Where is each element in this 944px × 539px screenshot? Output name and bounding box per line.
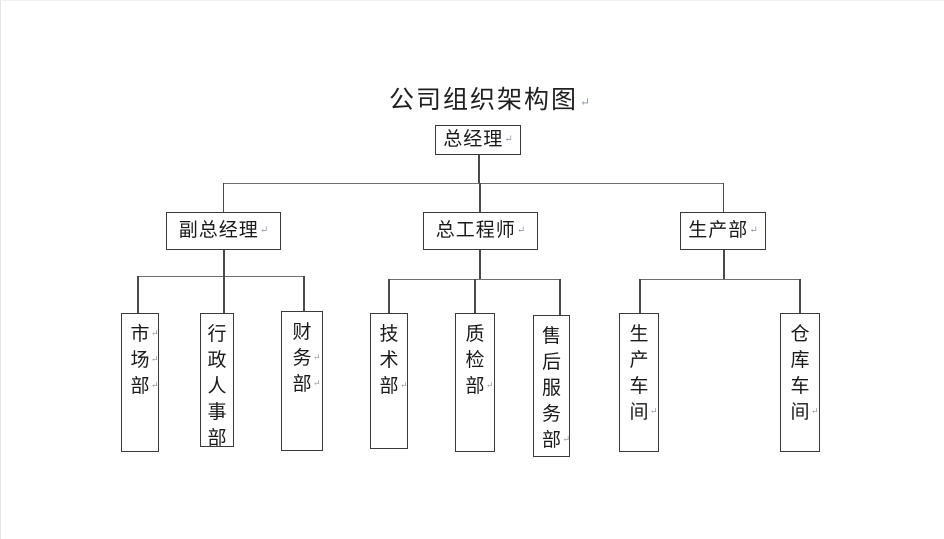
paragraph-mark-icon: ↵	[150, 328, 159, 338]
org-node-char: 部↵	[465, 374, 493, 400]
org-node-administration-hr-department[interactable]: 行 政 人 事 部	[200, 313, 234, 449]
paragraph-mark-icon: ↵	[562, 434, 570, 444]
org-node-char: 服	[541, 378, 561, 399]
org-node-quality-inspection-department[interactable]: 质 检 部↵	[455, 313, 495, 452]
paragraph-mark-icon: ↵	[485, 380, 494, 390]
org-node-char: 行	[207, 324, 227, 345]
org-node-label: 副总经理↵	[178, 220, 269, 241]
org-node-production-workshop[interactable]: 生 产 车 间↵	[619, 313, 659, 452]
org-node-char: 政	[207, 350, 227, 371]
connector-drop-chief-engineer	[479, 183, 481, 212]
page-title-text: 公司组织架构图	[388, 87, 578, 114]
org-node-chief-engineer[interactable]: 总工程师↵	[423, 212, 538, 250]
org-node-char: 部	[207, 428, 227, 449]
org-node-char: 财	[292, 322, 312, 343]
vertical-text-stack: 行 政 人 事 部	[207, 322, 226, 452]
paragraph-mark-icon: ↵	[150, 354, 159, 364]
connector-root-stem	[478, 155, 480, 183]
connector-drop-after-sales	[559, 279, 561, 315]
connector-drop-deputy-gm	[223, 183, 224, 212]
vertical-text-stack: 质 检 部↵	[465, 322, 493, 400]
paragraph-mark-icon: ↵	[504, 134, 513, 145]
org-node-char: 仓	[790, 324, 810, 345]
paragraph-mark-icon: ↵	[649, 406, 658, 416]
org-node-label: 总工程师↵	[435, 220, 526, 241]
org-node-technology-department[interactable]: 技 术 部↵	[370, 313, 408, 449]
paragraph-mark-icon: ↵	[749, 225, 758, 236]
vertical-text-stack: 市↵ 场↵ 部↵	[130, 322, 158, 400]
org-node-after-sales-service-department[interactable]: 售 后 服 务 部↵	[533, 315, 570, 457]
paragraph-mark-icon: ↵	[399, 380, 408, 390]
vertical-text-stack: 仓 库 车 间↵	[790, 322, 818, 426]
vertical-text-stack: 售 后 服 务 部↵	[541, 324, 570, 454]
paragraph-mark-icon: ↵	[579, 95, 591, 109]
connector-stem-production-dept	[723, 250, 725, 279]
connector-drop-production-dept	[723, 183, 724, 212]
connector-drop-production-workshop	[639, 279, 641, 313]
org-node-char: 技	[379, 324, 399, 345]
org-node-char: 间↵	[629, 400, 657, 426]
connector-drop-marketing	[137, 276, 139, 313]
connector-drop-hr-admin	[223, 276, 225, 313]
org-node-char: 产	[629, 350, 649, 371]
paragraph-mark-icon: ↵	[259, 225, 269, 236]
org-node-char: 场↵	[130, 348, 158, 374]
paragraph-mark-icon: ↵	[516, 225, 526, 236]
connector-level2-bus	[223, 183, 724, 184]
org-node-char: 部↵	[379, 374, 407, 400]
org-node-char: 质	[465, 324, 485, 345]
org-node-char: 后	[541, 352, 561, 373]
org-node-label: 总经理↵	[443, 129, 513, 150]
org-node-char: 生	[629, 324, 649, 345]
org-node-char: 事	[207, 402, 227, 423]
vertical-text-stack: 技 术 部↵	[379, 322, 407, 400]
paragraph-mark-icon: ↵	[150, 380, 159, 390]
paragraph-mark-icon: ↵	[312, 378, 321, 388]
org-node-char: 库	[790, 350, 810, 371]
org-node-deputy-general-manager[interactable]: 副总经理↵	[166, 212, 281, 250]
org-node-char: 间↵	[790, 400, 818, 426]
connector-drop-finance	[303, 276, 305, 311]
paragraph-mark-icon: ↵	[312, 352, 321, 362]
connector-drop-technology	[388, 279, 390, 313]
org-node-char: 检	[465, 350, 485, 371]
org-node-marketing-department[interactable]: 市↵ 场↵ 部↵	[121, 313, 159, 452]
vertical-text-stack: 财 务↵ 部↵	[292, 320, 320, 398]
vertical-text-stack: 生 产 车 间↵	[629, 322, 657, 426]
org-node-warehouse-workshop[interactable]: 仓 库 车 间↵	[780, 313, 820, 452]
org-node-production-department[interactable]: 生产部↵	[680, 212, 766, 250]
org-node-finance-department[interactable]: 财 务↵ 部↵	[281, 311, 323, 451]
org-node-char: 人	[207, 376, 227, 397]
connector-group3-bus	[639, 279, 800, 280]
org-node-char: 务↵	[292, 346, 320, 372]
org-node-char: 市↵	[130, 322, 158, 348]
connector-stem-chief-engineer	[479, 250, 481, 279]
org-node-char: 车	[790, 376, 810, 397]
org-node-general-manager[interactable]: 总经理↵	[435, 125, 521, 155]
connector-drop-quality-inspection	[474, 279, 476, 313]
org-node-char: 车	[629, 376, 649, 397]
org-node-char: 部↵	[542, 428, 570, 454]
paragraph-mark-icon: ↵	[810, 406, 819, 416]
org-node-label: 生产部↵	[688, 220, 758, 241]
org-node-char: 务	[541, 404, 561, 425]
org-node-char: 部↵	[292, 372, 320, 398]
connector-drop-warehouse-workshop	[799, 279, 801, 313]
org-node-char: 术	[379, 350, 399, 371]
connector-stem-deputy-gm	[223, 250, 225, 277]
org-node-char: 售	[541, 326, 561, 347]
org-node-char: 部↵	[130, 374, 158, 400]
connector-group1-bus	[137, 276, 304, 277]
page-title: 公司组织架构图↵	[1, 53, 944, 150]
